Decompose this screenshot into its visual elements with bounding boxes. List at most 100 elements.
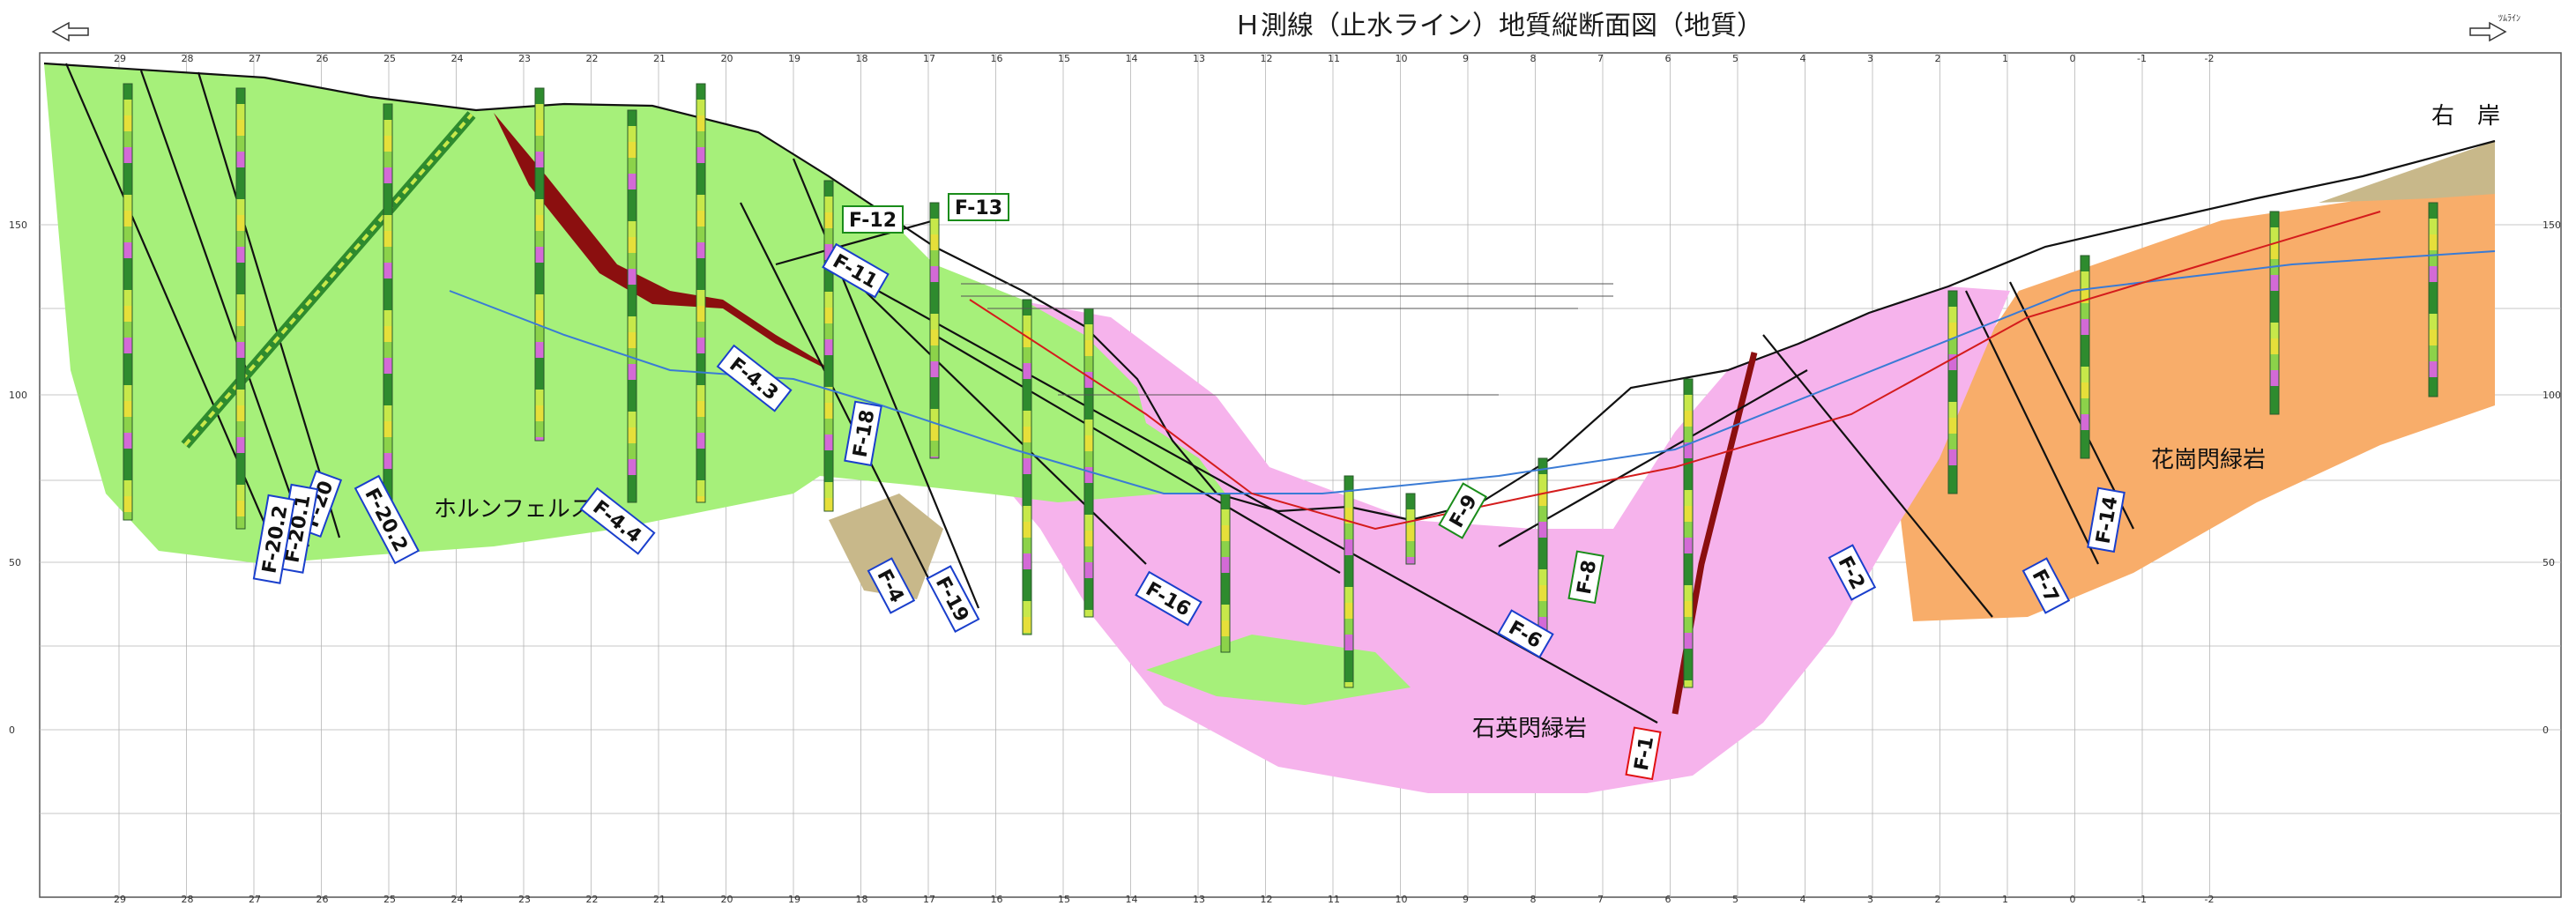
borehole-segment xyxy=(236,120,245,136)
borehole-segment xyxy=(123,226,132,242)
fault-label-box xyxy=(1828,544,1877,601)
borehole-segment xyxy=(2270,307,2279,323)
borehole-segment xyxy=(383,231,392,247)
borehole-segment xyxy=(123,449,132,464)
borehole-segment xyxy=(236,199,245,215)
borehole-segment xyxy=(236,231,245,247)
borehole-segment xyxy=(1344,524,1353,539)
borehole-segment xyxy=(1948,323,1957,338)
borehole-segment xyxy=(236,247,245,263)
borehole-segment xyxy=(383,421,392,437)
borehole-segment xyxy=(383,405,392,421)
borehole-segment xyxy=(1344,492,1353,508)
borehole-segment xyxy=(2429,219,2438,234)
station-tick-top: -2 xyxy=(2205,53,2215,64)
elevation-tick-label-right: 100 xyxy=(2542,390,2561,401)
borehole-segment xyxy=(628,301,637,316)
borehole-segment xyxy=(628,126,637,142)
borehole-segment xyxy=(2429,377,2438,393)
borehole-segment xyxy=(123,290,132,306)
borehole-segment xyxy=(236,453,245,469)
fault-label-f18: F-18 xyxy=(844,400,882,467)
borehole-segment xyxy=(824,323,833,339)
station-tick-top: 18 xyxy=(856,53,868,64)
borehole-segment xyxy=(628,348,637,364)
borehole-segment xyxy=(535,183,544,199)
fault-label-box xyxy=(579,486,656,555)
borehole-segment xyxy=(1344,508,1353,524)
fault-label-box xyxy=(842,205,904,234)
borehole-outline xyxy=(1344,475,1354,688)
borehole-outline xyxy=(1405,493,1416,565)
borehole-segment xyxy=(1084,467,1093,483)
fault-label-box xyxy=(2021,557,2071,614)
borehole-segment xyxy=(2429,266,2438,282)
station-tick-top: 25 xyxy=(383,53,396,64)
bank-label: 右 岸 xyxy=(2431,103,2500,130)
station-tick-bottom: 3 xyxy=(1867,894,1873,905)
borehole-segment xyxy=(1084,578,1093,594)
fault-label-box xyxy=(926,565,980,633)
borehole-segment xyxy=(236,405,245,421)
borehole xyxy=(823,180,834,512)
borehole-segment xyxy=(383,278,392,294)
borehole-segment xyxy=(628,174,637,189)
borehole-segment xyxy=(696,131,705,147)
borehole-segment xyxy=(696,290,705,306)
borehole-segment xyxy=(123,84,132,100)
borehole-segment xyxy=(2081,382,2089,398)
reference-levels xyxy=(961,283,1613,396)
borehole-segment xyxy=(383,310,392,326)
borehole-segment xyxy=(123,242,132,258)
borehole-segment xyxy=(930,266,939,282)
borehole-segment xyxy=(696,433,705,449)
borehole-segment xyxy=(123,195,132,211)
borehole-segment xyxy=(1023,300,1031,316)
borehole-segment xyxy=(2270,275,2279,291)
fault-label-box xyxy=(948,193,1009,221)
borehole-segment xyxy=(696,100,705,115)
borehole-segment xyxy=(236,485,245,501)
borehole-segment xyxy=(696,496,705,502)
station-tick-bottom: 0 xyxy=(2070,894,2076,905)
elevation-tick-label-right: 50 xyxy=(2542,557,2555,568)
fault-label-f12: F-12 xyxy=(842,205,904,234)
borehole-segment xyxy=(236,294,245,310)
borehole-segment xyxy=(123,274,132,290)
borehole-segment xyxy=(1221,557,1230,573)
borehole xyxy=(235,87,246,530)
borehole-segment xyxy=(1023,538,1031,553)
borehole-segment xyxy=(1948,307,1957,323)
borehole-segment xyxy=(123,147,132,163)
borehole-segment xyxy=(1084,483,1093,499)
borehole-segment xyxy=(1684,411,1693,427)
fault-label-f19: F-19 xyxy=(926,565,980,633)
borehole-segment xyxy=(1344,476,1353,492)
borehole-segment xyxy=(930,330,939,345)
borehole-segment xyxy=(1344,571,1353,587)
borehole-segment xyxy=(2429,330,2438,345)
borehole-segment xyxy=(535,247,544,263)
borehole-segment xyxy=(824,466,833,482)
borehole-segment xyxy=(1344,682,1353,687)
fault-label-box xyxy=(867,557,916,614)
borehole-segment xyxy=(628,364,637,380)
borehole-segment xyxy=(123,338,132,353)
station-tick-top: 5 xyxy=(1732,53,1738,64)
borehole-segment xyxy=(696,417,705,433)
borehole-segment xyxy=(1948,465,1957,481)
borehole-segment xyxy=(236,215,245,231)
station-tick-top: 7 xyxy=(1597,53,1604,64)
borehole-segment xyxy=(383,437,392,453)
borehole-segment xyxy=(2270,291,2279,307)
borehole-segment xyxy=(236,421,245,437)
station-tick-top: 10 xyxy=(1396,53,1408,64)
borehole-segment xyxy=(696,338,705,353)
borehole-segment xyxy=(930,441,939,457)
borehole-segment xyxy=(2270,338,2279,354)
station-tick-top: 20 xyxy=(721,53,733,64)
borehole-segment xyxy=(2429,393,2438,397)
borehole-segment xyxy=(628,285,637,301)
borehole-segment xyxy=(383,247,392,263)
